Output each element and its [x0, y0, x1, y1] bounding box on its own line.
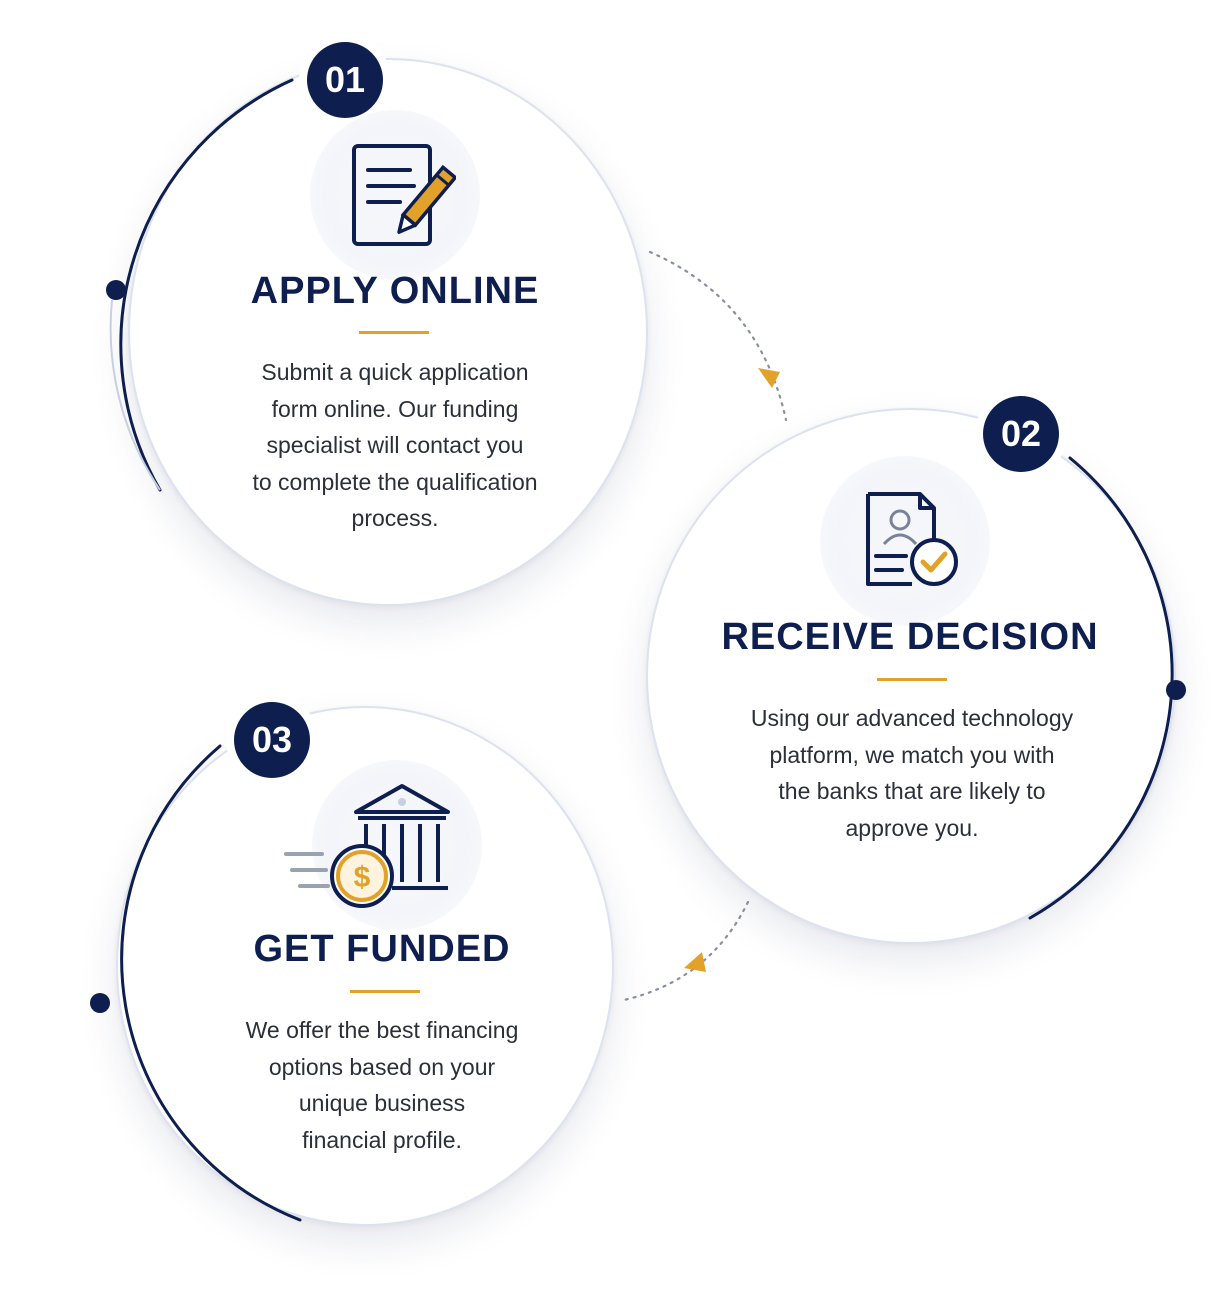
- step-1-arc-light: [109, 299, 161, 491]
- step-1-number-badge: 01: [307, 42, 383, 118]
- step-1-description-line: process.: [351, 505, 439, 531]
- step-1-arc: [119, 78, 294, 492]
- step-1-description-line: specialist will contact you: [266, 432, 524, 458]
- step-3-divider: [350, 990, 420, 993]
- step-2-title: RECEIVE DECISION: [721, 616, 1099, 658]
- step-2-description-line: approve you.: [845, 814, 979, 841]
- step-1-description-line: Submit a quick application: [261, 359, 529, 385]
- step-2-divider: [877, 678, 947, 681]
- step-2-number-badge: 02: [983, 396, 1059, 472]
- step-1-title: APPLY ONLINE: [250, 270, 540, 312]
- connector-2-3-arrow: [684, 952, 706, 972]
- connector-2-3: [622, 900, 750, 1002]
- step-3-number-badge: 03: [234, 702, 310, 778]
- step-2-description-line: Using our advanced technology: [750, 705, 1074, 731]
- step-2-description-line: platform, we match you with: [769, 741, 1055, 768]
- step-3-description-line: financial profile.: [302, 1126, 462, 1153]
- step-1-description-line: form online. Our funding: [271, 395, 519, 422]
- application-form-pencil-icon: [352, 144, 456, 246]
- step-3-arc: [120, 744, 302, 1222]
- step-2-dot: [1166, 680, 1186, 700]
- connector-1-2-arrow: [758, 368, 780, 388]
- step-2-icon-background: [820, 456, 990, 626]
- step-1-description-line: to complete the qualification: [252, 468, 538, 495]
- approved-document-icon: [866, 492, 958, 586]
- step-3-title: GET FUNDED: [253, 928, 511, 970]
- step-1-description: Submit a quick application form online. …: [220, 354, 570, 537]
- svg-text:$: $: [354, 861, 371, 894]
- step-2-arc: [1028, 456, 1174, 920]
- connector-1-2: [648, 250, 788, 422]
- bank-dollar-coin-icon: $: [284, 784, 450, 908]
- step-2-description: Using our advanced technology platform, …: [722, 700, 1102, 846]
- step-1-icon-background: [310, 110, 480, 280]
- step-3-description-line: We offer the best financing: [245, 1017, 519, 1043]
- step-3-dot: [90, 993, 110, 1013]
- step-3-description-line: options based on your: [268, 1053, 496, 1080]
- step-3-description: We offer the best financing options base…: [212, 1012, 552, 1158]
- step-1-dot: [106, 280, 126, 300]
- step-1-divider: [359, 331, 429, 334]
- step-2-description-line: the banks that are likely to: [778, 778, 1046, 804]
- step-3-description-line: unique business: [298, 1090, 466, 1116]
